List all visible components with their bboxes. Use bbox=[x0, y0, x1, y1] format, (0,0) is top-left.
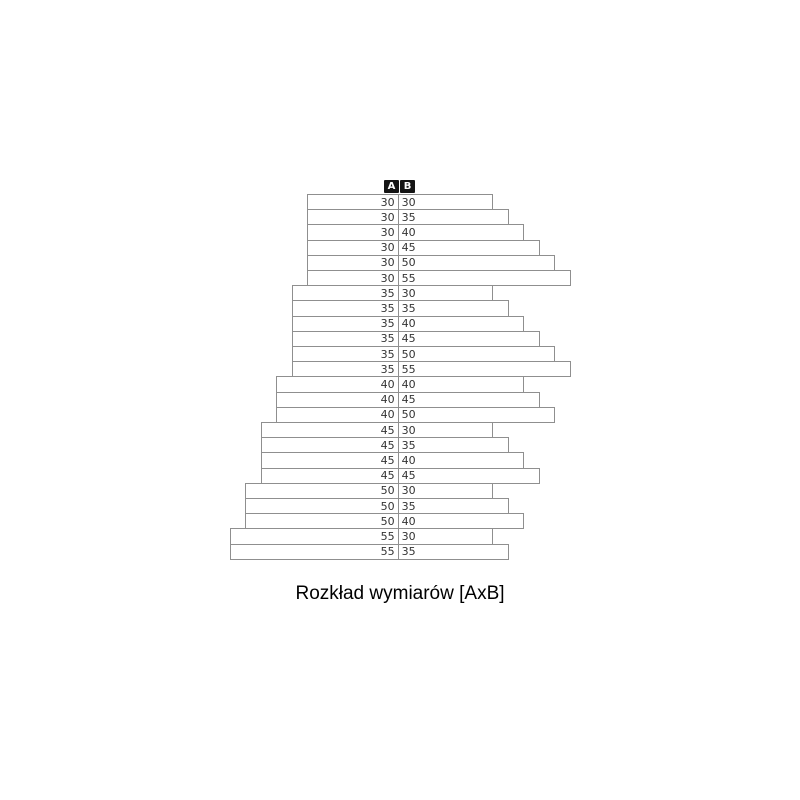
a-value: 45 bbox=[360, 468, 399, 483]
a-value: 35 bbox=[360, 301, 399, 316]
b-value: 45 bbox=[401, 469, 416, 483]
b-value: 50 bbox=[401, 408, 416, 422]
b-value: 35 bbox=[401, 301, 416, 315]
a-value: 30 bbox=[360, 195, 399, 210]
a-value: 45 bbox=[360, 453, 399, 468]
b-value: 40 bbox=[401, 377, 416, 391]
b-value: 30 bbox=[401, 286, 416, 300]
b-value: 45 bbox=[401, 332, 416, 346]
a-value: 45 bbox=[360, 438, 399, 453]
size-bar bbox=[229, 543, 509, 560]
a-value: 35 bbox=[360, 347, 399, 362]
a-value: 45 bbox=[360, 423, 399, 438]
a-value: 50 bbox=[360, 499, 399, 514]
b-value: 30 bbox=[401, 195, 416, 209]
a-value: 40 bbox=[360, 392, 399, 407]
b-value: 40 bbox=[401, 514, 416, 528]
a-value: 50 bbox=[360, 483, 399, 498]
b-value: 40 bbox=[401, 225, 416, 239]
b-value: 55 bbox=[401, 271, 416, 285]
column-headers: A B bbox=[384, 180, 415, 193]
chart-title: Rozkład wymiarów [AxB] bbox=[295, 583, 505, 604]
b-value: 50 bbox=[401, 347, 416, 361]
b-value: 35 bbox=[401, 438, 416, 452]
b-value: 40 bbox=[401, 453, 416, 467]
a-value: 30 bbox=[360, 255, 399, 270]
column-header-a: A bbox=[384, 180, 399, 193]
a-value: 30 bbox=[360, 240, 399, 255]
a-value: 30 bbox=[360, 210, 399, 225]
a-value: 30 bbox=[360, 225, 399, 240]
column-header-b: B bbox=[400, 180, 415, 193]
b-value: 30 bbox=[401, 423, 416, 437]
b-value: 45 bbox=[401, 241, 416, 255]
a-value: 50 bbox=[360, 514, 399, 529]
b-value: 35 bbox=[401, 210, 416, 224]
b-value: 50 bbox=[401, 256, 416, 270]
b-value: 40 bbox=[401, 317, 416, 331]
a-value: 40 bbox=[360, 407, 399, 422]
a-value: 40 bbox=[360, 377, 399, 392]
a-value: 35 bbox=[360, 331, 399, 346]
b-value: 30 bbox=[401, 484, 416, 498]
a-value: 35 bbox=[360, 362, 399, 377]
a-value: 55 bbox=[360, 544, 399, 559]
a-value: 55 bbox=[360, 529, 399, 544]
b-value: 55 bbox=[401, 362, 416, 376]
b-value: 35 bbox=[401, 545, 416, 559]
a-value: 35 bbox=[360, 316, 399, 331]
b-value: 45 bbox=[401, 393, 416, 407]
a-value: 35 bbox=[360, 286, 399, 301]
b-value: 35 bbox=[401, 499, 416, 513]
a-value: 30 bbox=[360, 271, 399, 286]
b-value: 30 bbox=[401, 529, 416, 543]
